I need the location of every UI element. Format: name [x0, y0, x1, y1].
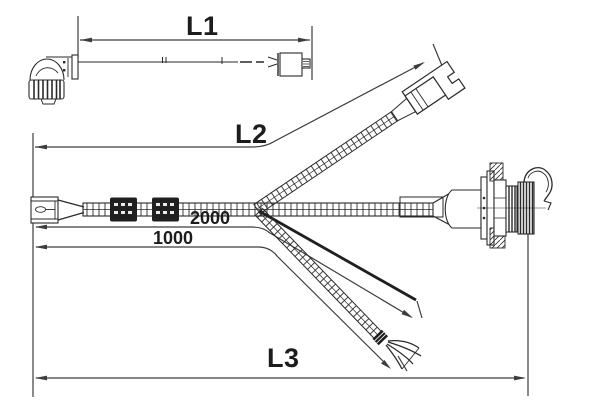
dim-1000-line [36, 246, 390, 368]
branch-connector-icon [401, 60, 466, 115]
inline-plug-icon [240, 52, 311, 77]
l2-ext-topright [432, 43, 444, 69]
l2-dim-line [35, 62, 424, 148]
upper-branch [253, 60, 466, 215]
strain-relief-wedge [57, 199, 85, 221]
lower-branch [254, 207, 389, 346]
main-braided-cable [82, 196, 444, 222]
right-angle-connector-icon [28, 54, 79, 105]
dimension-label-l2: L2 [235, 119, 268, 149]
single-wire-branch [258, 209, 417, 302]
dimension-lines [32, 16, 529, 397]
braid-wrap [372, 329, 389, 346]
clear-sleeve [399, 196, 444, 218]
ext-wire-end [416, 300, 423, 319]
dim-2000-line [36, 226, 412, 318]
marker-block-2 [152, 197, 179, 222]
dimension-label-2000: 2000 [190, 208, 231, 228]
cable-tick-marks [162, 57, 223, 64]
ext-pigtail-end [397, 355, 408, 372]
dimension-label-l3: L3 [267, 343, 300, 373]
left-plug-icon [30, 196, 85, 224]
marker-block-1 [110, 197, 137, 222]
top-pigtail-assembly [28, 52, 311, 105]
pigtail-wires [385, 340, 422, 370]
dimension-label-1000: 1000 [153, 228, 194, 248]
dimension-label-l1: L1 [186, 11, 219, 41]
dimension-arrowheads [35, 37, 526, 381]
circular-connector-icon [432, 162, 553, 249]
